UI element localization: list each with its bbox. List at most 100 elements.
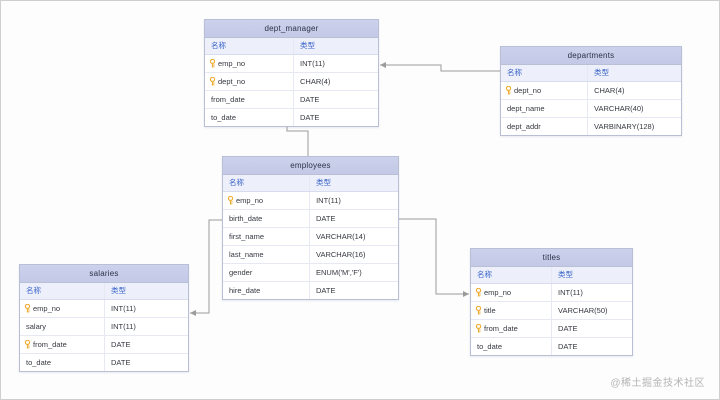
field-name-label: title xyxy=(484,306,496,315)
watermark: @稀土掘金技术社区 xyxy=(610,378,705,389)
field-name-label: dept_addr xyxy=(507,122,541,131)
table-title-employees: employees xyxy=(223,157,398,175)
table-row[interactable]: emp_no INT(11) xyxy=(223,192,398,210)
column-header-row: 名称类型 xyxy=(205,38,378,55)
field-name-label: dept_no xyxy=(218,77,246,86)
field-name: gender xyxy=(223,264,311,281)
column-header-row: 名称类型 xyxy=(471,267,632,284)
field-type: CHAR(4) xyxy=(300,77,331,86)
table-title-titles: titles xyxy=(471,249,632,267)
column-header-row: 名称类型 xyxy=(223,175,398,192)
field-name-label: birth_date xyxy=(229,214,263,223)
field-name: dept_addr xyxy=(501,118,589,135)
primary-key-icon xyxy=(227,196,233,205)
table-row[interactable]: hire_date DATE xyxy=(223,282,398,299)
field-type: INT(11) xyxy=(300,59,325,68)
field-type: INT(11) xyxy=(111,322,136,331)
field-name: salary xyxy=(20,318,105,335)
field-name-label: to_date xyxy=(211,113,237,122)
column-header-name: 名称 xyxy=(501,65,589,81)
field-name-label: emp_no xyxy=(33,304,61,313)
table-title-departments: departments xyxy=(501,47,681,65)
table-title-salaries: salaries xyxy=(20,265,188,283)
table-row[interactable]: emp_no INT(11) xyxy=(205,55,378,73)
field-name: title xyxy=(471,302,553,319)
field-name: dept_no xyxy=(501,82,589,99)
field-type: VARCHAR(50) xyxy=(558,306,608,315)
field-name-label: from_date xyxy=(484,324,518,333)
field-name-label: hire_date xyxy=(229,286,261,295)
relationship-arrow-employees-to-salaries xyxy=(190,310,196,316)
relationship-line-departments-to-dept_manager xyxy=(380,64,500,72)
field-name: from_date xyxy=(20,336,106,353)
table-row[interactable]: dept_no CHAR(4) xyxy=(205,73,378,91)
column-header-type: 类型 xyxy=(594,68,610,77)
primary-key-icon xyxy=(24,304,30,313)
field-name: from_date xyxy=(205,91,294,108)
field-name-label: dept_name xyxy=(507,104,545,113)
field-type: INT(11) xyxy=(316,196,341,205)
field-name-label: last_name xyxy=(229,250,264,259)
table-row[interactable]: dept_addr VARBINARY(128) xyxy=(501,118,681,135)
field-name: dept_no xyxy=(205,73,295,90)
field-type: VARCHAR(40) xyxy=(594,104,644,113)
column-header-row: 名称类型 xyxy=(501,65,681,82)
field-type: DATE xyxy=(299,113,320,122)
field-type: CHAR(4) xyxy=(594,86,625,95)
primary-key-icon xyxy=(209,77,215,86)
field-type: DATE xyxy=(316,214,336,223)
field-name: last_name xyxy=(223,246,311,263)
field-type: DATE xyxy=(111,358,131,367)
field-name: emp_no xyxy=(223,192,311,209)
field-type: DATE xyxy=(316,286,336,295)
field-name-label: salary xyxy=(26,322,47,331)
table-row[interactable]: last_name VARCHAR(16) xyxy=(223,246,398,264)
relationship-arrow-employees-to-titles xyxy=(463,291,469,297)
column-header-name: 名称 xyxy=(205,38,294,54)
table-row[interactable]: salary INT(11) xyxy=(20,318,188,336)
table-row[interactable]: title VARCHAR(50) xyxy=(471,302,632,320)
column-header-type: 类型 xyxy=(316,178,332,187)
column-header-type: 类型 xyxy=(299,41,315,50)
field-name: to_date xyxy=(20,354,105,371)
primary-key-icon xyxy=(475,288,481,297)
column-header-type: 类型 xyxy=(558,270,573,279)
table-row[interactable]: birth_date DATE xyxy=(223,210,398,228)
field-name: to_date xyxy=(205,109,294,126)
column-header-type: 类型 xyxy=(111,286,126,295)
primary-key-icon xyxy=(209,59,215,68)
table-row[interactable]: dept_no CHAR(4) xyxy=(501,82,681,100)
field-name-label: to_date xyxy=(26,358,52,367)
field-name: first_name xyxy=(223,228,311,245)
field-type: VARBINARY(128) xyxy=(594,122,655,131)
primary-key-icon xyxy=(475,306,481,315)
column-header-name: 名称 xyxy=(20,283,105,299)
field-name: to_date xyxy=(471,338,552,355)
field-name-label: emp_no xyxy=(218,59,246,68)
field-name-label: to_date xyxy=(477,342,503,351)
relationship-arrow-departments-to-dept_manager xyxy=(380,62,386,68)
field-type: VARCHAR(16) xyxy=(316,250,366,259)
field-name-label: dept_no xyxy=(514,86,542,95)
field-type: INT(11) xyxy=(558,288,583,297)
field-name-label: from_date xyxy=(211,95,245,104)
table-row[interactable]: to_date DATE xyxy=(20,354,188,371)
table-row[interactable]: dept_name VARCHAR(40) xyxy=(501,100,681,118)
table-row[interactable]: to_date DATE xyxy=(205,109,378,126)
field-name: emp_no xyxy=(20,300,106,317)
field-name-label: from_date xyxy=(33,340,67,349)
